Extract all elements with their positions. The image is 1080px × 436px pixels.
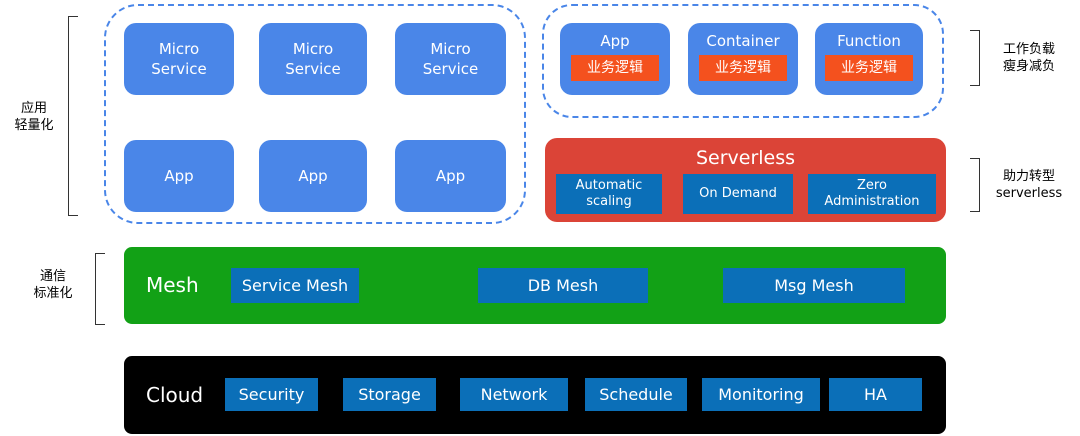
cloud-item-network: Network [460, 378, 568, 411]
micro-service-box: Micro Service [259, 23, 367, 95]
bracket-serverless-help [970, 158, 980, 212]
workload-app: App 业务逻辑 [560, 23, 670, 95]
workload-group [542, 4, 944, 118]
serverless-title: Serverless [695, 147, 796, 169]
microservice-group [104, 4, 526, 224]
app-box: App [395, 140, 506, 212]
label-serverless-help: 助力转型 serverless [995, 169, 1063, 201]
mesh-item-msg-mesh: Msg Mesh [723, 268, 905, 303]
app-box: App [124, 140, 234, 212]
cloud-title: Cloud [146, 383, 204, 407]
micro-service-box: Micro Service [124, 23, 234, 95]
mesh-item-service-mesh: Service Mesh [231, 268, 359, 303]
serverless-feature-automatic-scaling: Automatic scaling [556, 174, 662, 214]
cloud-item-ha: HA [829, 378, 922, 411]
serverless-feature-zero-admin: Zero Administration [808, 174, 936, 214]
cloud-item-schedule: Schedule [585, 378, 687, 411]
business-logic-tag: 业务逻辑 [825, 55, 913, 81]
bracket-workload [970, 30, 980, 86]
business-logic-tag: 业务逻辑 [699, 55, 787, 81]
micro-service-box: Micro Service [395, 23, 506, 95]
label-workload: 工作负载 瘦身减负 [1002, 42, 1055, 74]
workload-function: Function 业务逻辑 [815, 23, 923, 95]
business-logic-tag: 业务逻辑 [571, 55, 659, 81]
app-box: App [259, 140, 367, 212]
cloud-item-monitoring: Monitoring [702, 378, 820, 411]
label-app-lightweight: 应用 轻量化 [14, 101, 54, 133]
workload-container: Container 业务逻辑 [688, 23, 798, 95]
serverless-feature-on-demand: On Demand [683, 174, 793, 214]
bracket-app-lightweight [68, 16, 78, 216]
cloud-item-storage: Storage [343, 378, 436, 411]
cloud-item-security: Security [225, 378, 318, 411]
bracket-comm-standard [95, 253, 105, 325]
label-comm-standard: 通信 标准化 [33, 269, 73, 301]
mesh-title: Mesh [146, 273, 199, 297]
mesh-item-db-mesh: DB Mesh [478, 268, 648, 303]
